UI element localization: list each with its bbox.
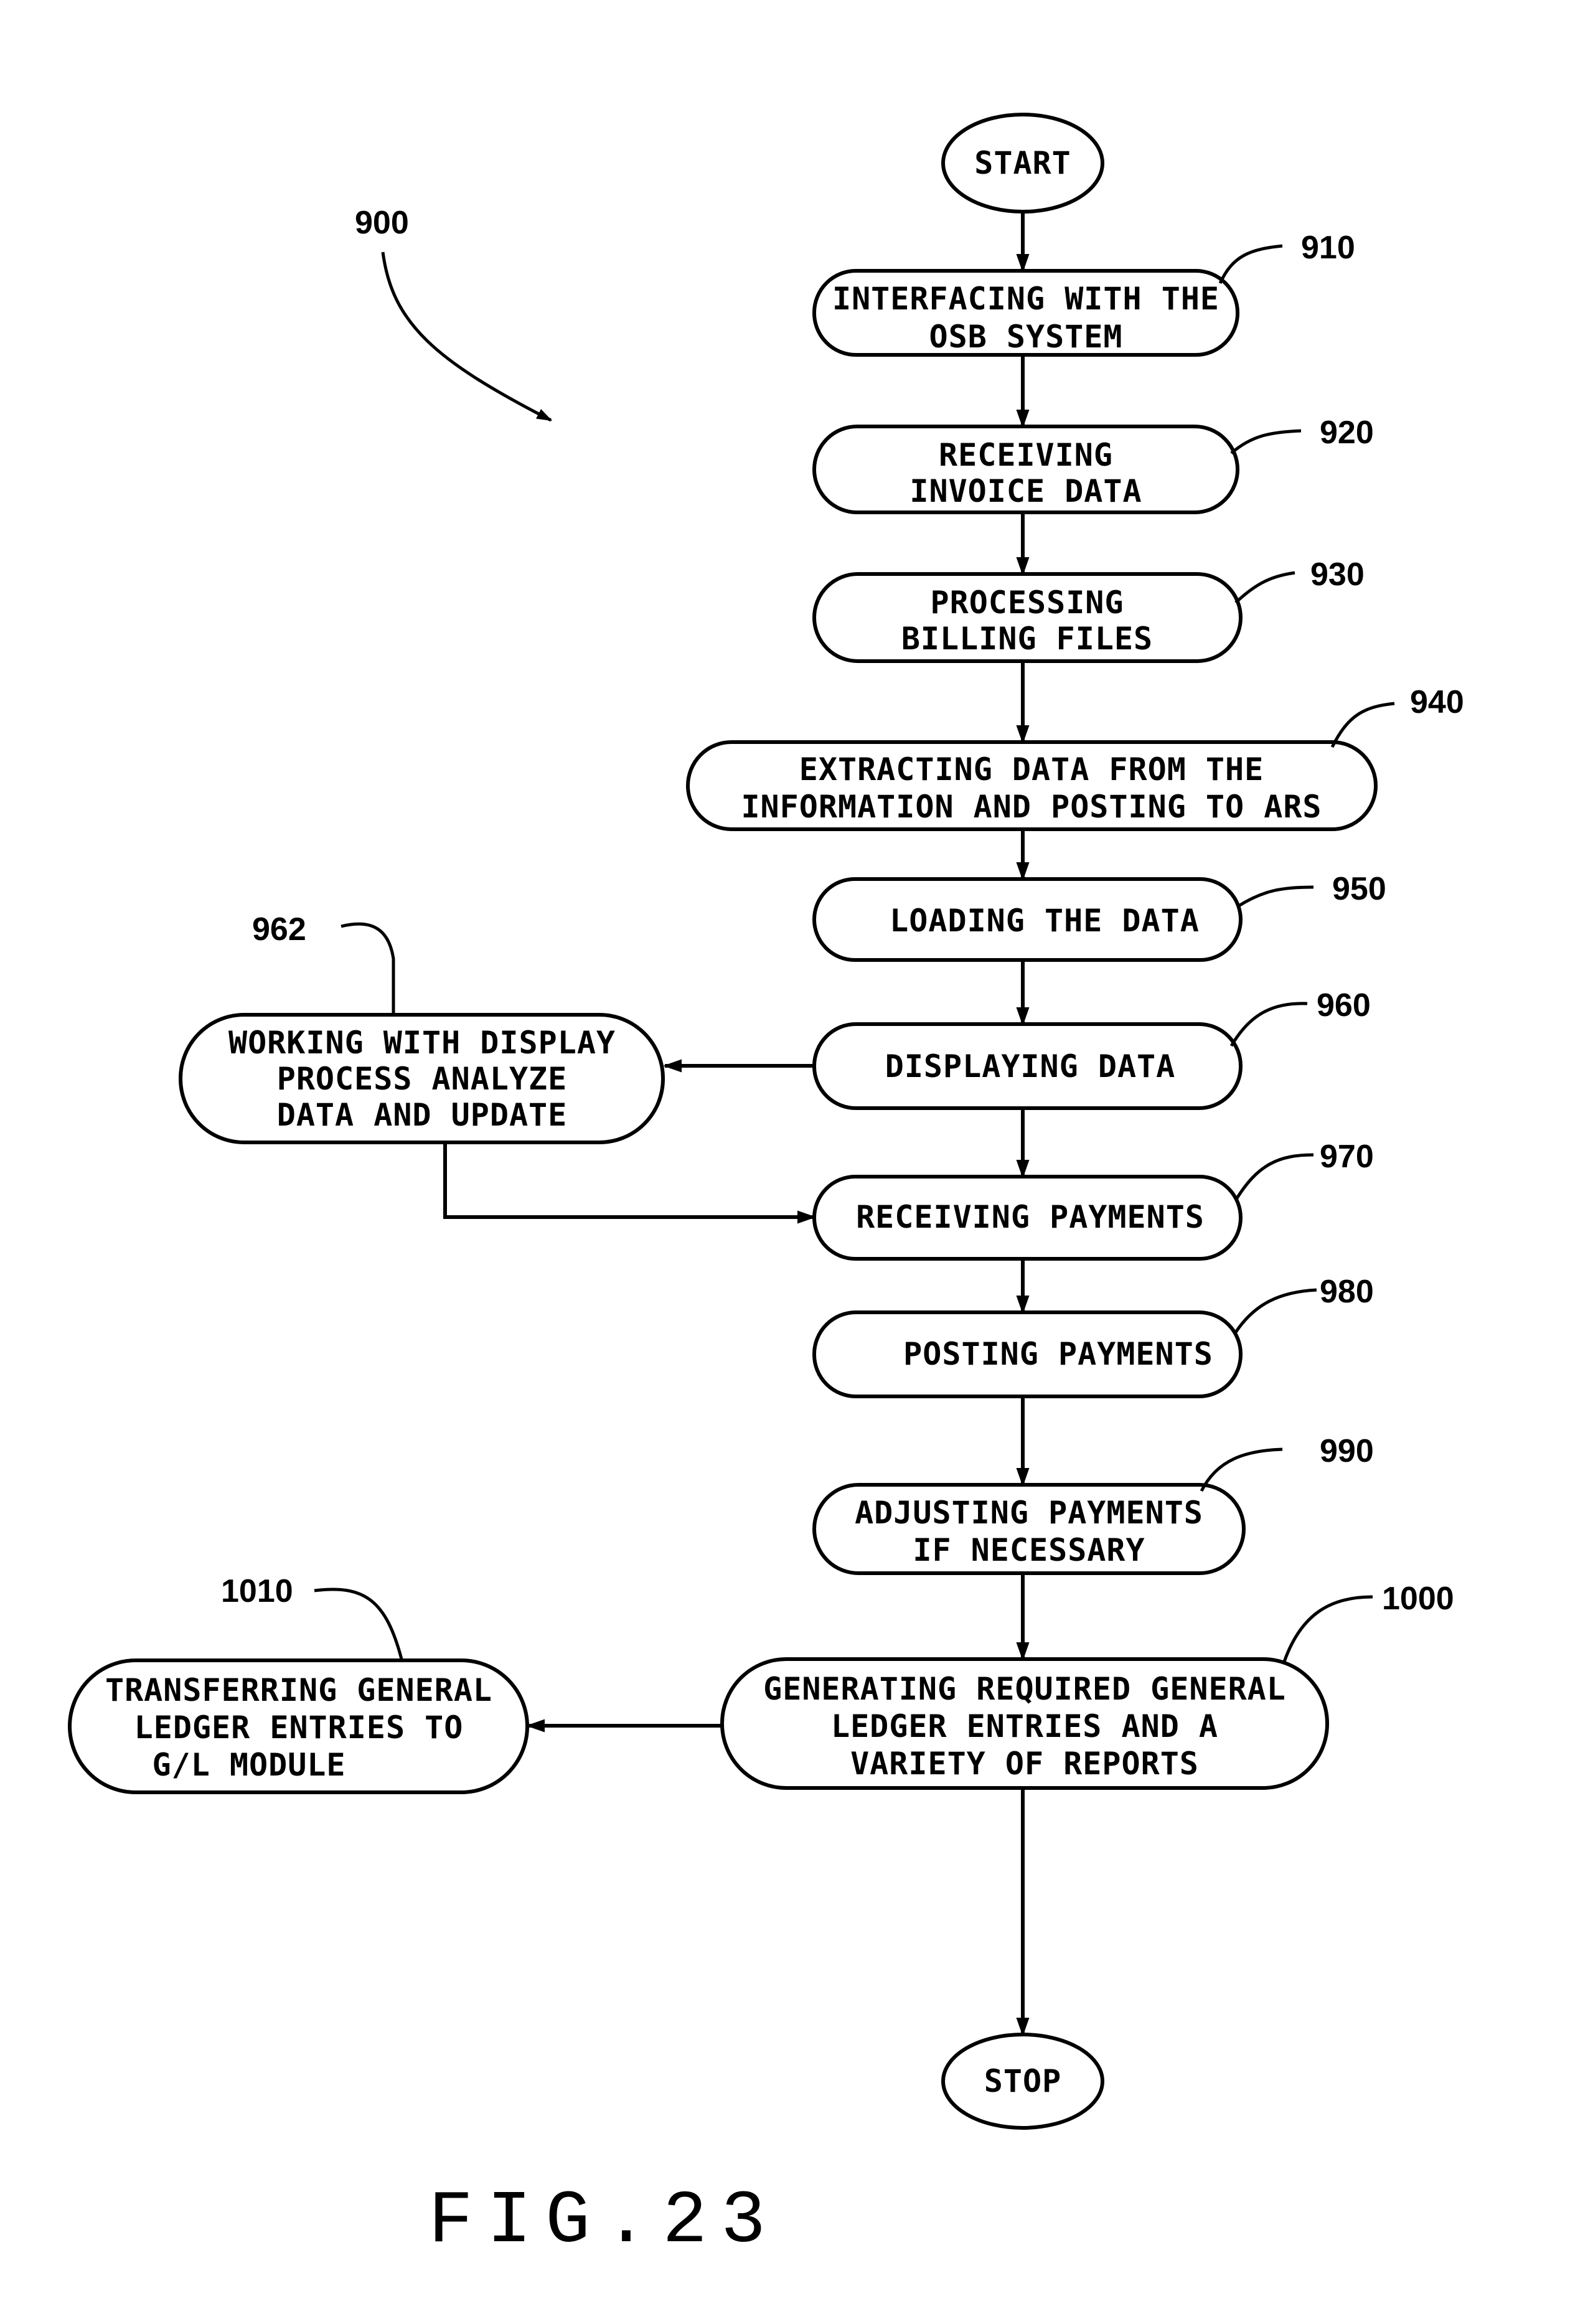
step-950-loading-data: LOADING THE DATA 950 <box>814 871 1386 960</box>
step-1000-generating-ledger: GENERATING REQUIRED GENERAL LEDGER ENTRI… <box>722 1581 1454 1788</box>
step-960-displaying-data: DISPLAYING DATA 960 <box>814 987 1371 1108</box>
step-990-line-2: IF NECESSARY <box>913 1532 1145 1568</box>
flow-arrow-962-970 <box>445 1142 814 1217</box>
step-940-leader <box>1332 703 1394 747</box>
step-920-leader <box>1231 431 1301 453</box>
step-950-line-1: LOADING THE DATA <box>890 903 1200 939</box>
step-990-leader <box>1201 1449 1282 1491</box>
step-960-leader <box>1231 1004 1307 1046</box>
step-1010-line-1: TRANSFERRING GENERAL <box>105 1672 492 1708</box>
step-962-working-display: WORKING WITH DISPLAY PROCESS ANALYZE DAT… <box>181 911 663 1142</box>
figure-caption: FIG.23 <box>428 2180 779 2264</box>
step-970-leader <box>1236 1155 1313 1200</box>
step-910-interfacing-osb: INTERFACING WITH THE OSB SYSTEM 910 <box>814 230 1355 355</box>
step-940-extracting-data: EXTRACTING DATA FROM THE INFORMATION AND… <box>688 684 1464 829</box>
step-970-line-1: RECEIVING PAYMENTS <box>856 1199 1205 1235</box>
figure-ref-label: 900 <box>355 205 409 241</box>
step-970-ref: 970 <box>1320 1139 1374 1175</box>
step-910-line-2: OSB SYSTEM <box>929 319 1122 355</box>
step-940-ref: 940 <box>1410 684 1464 720</box>
step-910-ref: 910 <box>1301 230 1355 266</box>
step-960-ref: 960 <box>1317 987 1371 1023</box>
step-990-adjusting-payments: ADJUSTING PAYMENTS IF NECESSARY 990 <box>814 1433 1374 1573</box>
step-960-line-1: DISPLAYING DATA <box>885 1048 1176 1084</box>
step-990-line-1: ADJUSTING PAYMENTS <box>855 1495 1203 1531</box>
step-1010-line-3: G/L MODULE <box>152 1747 345 1783</box>
step-980-ref: 980 <box>1320 1274 1374 1310</box>
step-962-line-2: PROCESS ANALYZE <box>277 1061 568 1097</box>
step-950-ref: 950 <box>1332 871 1386 907</box>
stop-terminal: STOP <box>943 2035 1102 2128</box>
step-930-processing-billing: PROCESSING BILLING FILES 930 <box>814 557 1365 661</box>
step-962-line-3: DATA AND UPDATE <box>277 1097 568 1133</box>
step-940-line-2: INFORMATION AND POSTING TO ARS <box>741 789 1322 825</box>
step-910-leader <box>1220 246 1282 283</box>
step-1000-ref: 1000 <box>1382 1581 1454 1617</box>
step-940-line-1: EXTRACTING DATA FROM THE <box>799 751 1264 788</box>
figure-ref-arrow <box>383 252 551 420</box>
step-930-line-2: BILLING FILES <box>901 621 1153 657</box>
step-930-line-1: PROCESSING <box>930 585 1124 621</box>
step-990-ref: 990 <box>1320 1433 1374 1469</box>
step-1010-leader <box>314 1589 402 1659</box>
step-980-posting-payments: POSTING PAYMENTS 980 <box>814 1274 1374 1396</box>
step-930-ref: 930 <box>1310 557 1365 593</box>
step-920-line-2: INVOICE DATA <box>909 473 1142 509</box>
step-930-leader <box>1236 573 1295 603</box>
step-980-line-1: POSTING PAYMENTS <box>903 1336 1213 1372</box>
step-1010-transferring-ledger: TRANSFERRING GENERAL LEDGER ENTRIES TO G… <box>70 1573 527 1792</box>
step-1000-line-1: GENERATING REQUIRED GENERAL <box>763 1671 1286 1707</box>
step-962-line-1: WORKING WITH DISPLAY <box>228 1025 616 1061</box>
step-920-ref: 920 <box>1320 415 1374 451</box>
step-962-ref: 962 <box>252 911 306 948</box>
step-920-line-1: RECEIVING <box>939 437 1113 473</box>
step-950-leader <box>1239 887 1313 906</box>
stop-label: STOP <box>984 2063 1061 2099</box>
step-1000-leader <box>1284 1597 1373 1663</box>
step-1010-ref: 1010 <box>221 1573 293 1609</box>
start-label: START <box>974 145 1071 181</box>
step-1000-line-3: VARIETY OF REPORTS <box>850 1746 1199 1782</box>
step-920-receiving-invoice: RECEIVING INVOICE DATA 920 <box>814 415 1374 512</box>
step-962-leader <box>341 924 393 1015</box>
step-910-line-1: INTERFACING WITH THE <box>832 281 1219 317</box>
start-terminal: START <box>943 115 1102 212</box>
step-970-receiving-payments: RECEIVING PAYMENTS 970 <box>814 1139 1374 1259</box>
step-1000-line-2: LEDGER ENTRIES AND A <box>831 1708 1218 1744</box>
step-1010-line-2: LEDGER ENTRIES TO <box>134 1710 464 1746</box>
step-980-leader <box>1236 1290 1317 1332</box>
